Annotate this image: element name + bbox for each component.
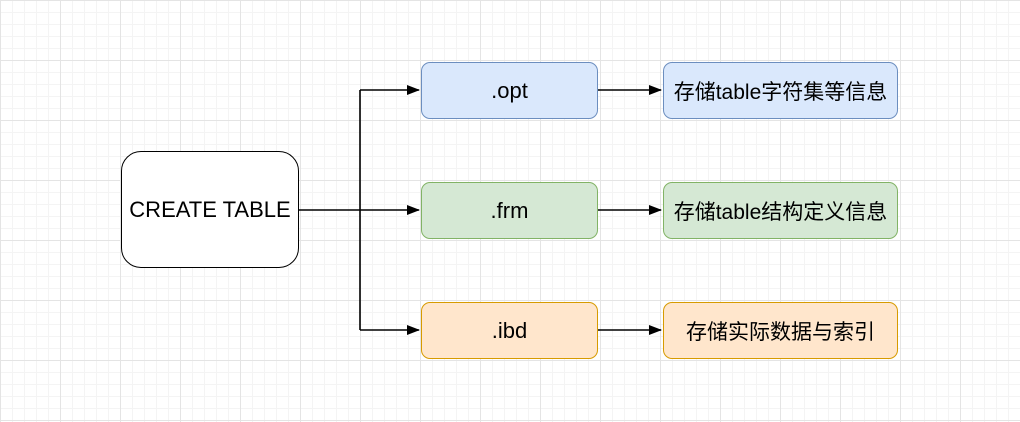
node-desc-ibd[interactable]: 存储实际数据与索引	[663, 302, 898, 359]
node-desc-frm-label: 存储table结构定义信息	[673, 200, 888, 224]
node-desc-ibd-label: 存储实际数据与索引	[686, 320, 875, 344]
node-desc-opt-label: 存储table字符集等信息	[673, 80, 888, 104]
node-create-table[interactable]: CREATE TABLE	[121, 151, 299, 268]
node-file-ibd[interactable]: .ibd	[421, 302, 598, 359]
node-file-opt-label: .opt	[491, 77, 528, 103]
node-create-table-label: CREATE TABLE	[129, 196, 291, 222]
node-file-ibd-label: .ibd	[491, 317, 528, 343]
node-file-opt[interactable]: .opt	[421, 62, 598, 119]
node-file-frm[interactable]: .frm	[421, 182, 598, 239]
node-desc-opt[interactable]: 存储table字符集等信息	[663, 62, 898, 119]
node-desc-frm[interactable]: 存储table结构定义信息	[663, 182, 898, 239]
node-file-frm-label: .frm	[490, 197, 529, 223]
